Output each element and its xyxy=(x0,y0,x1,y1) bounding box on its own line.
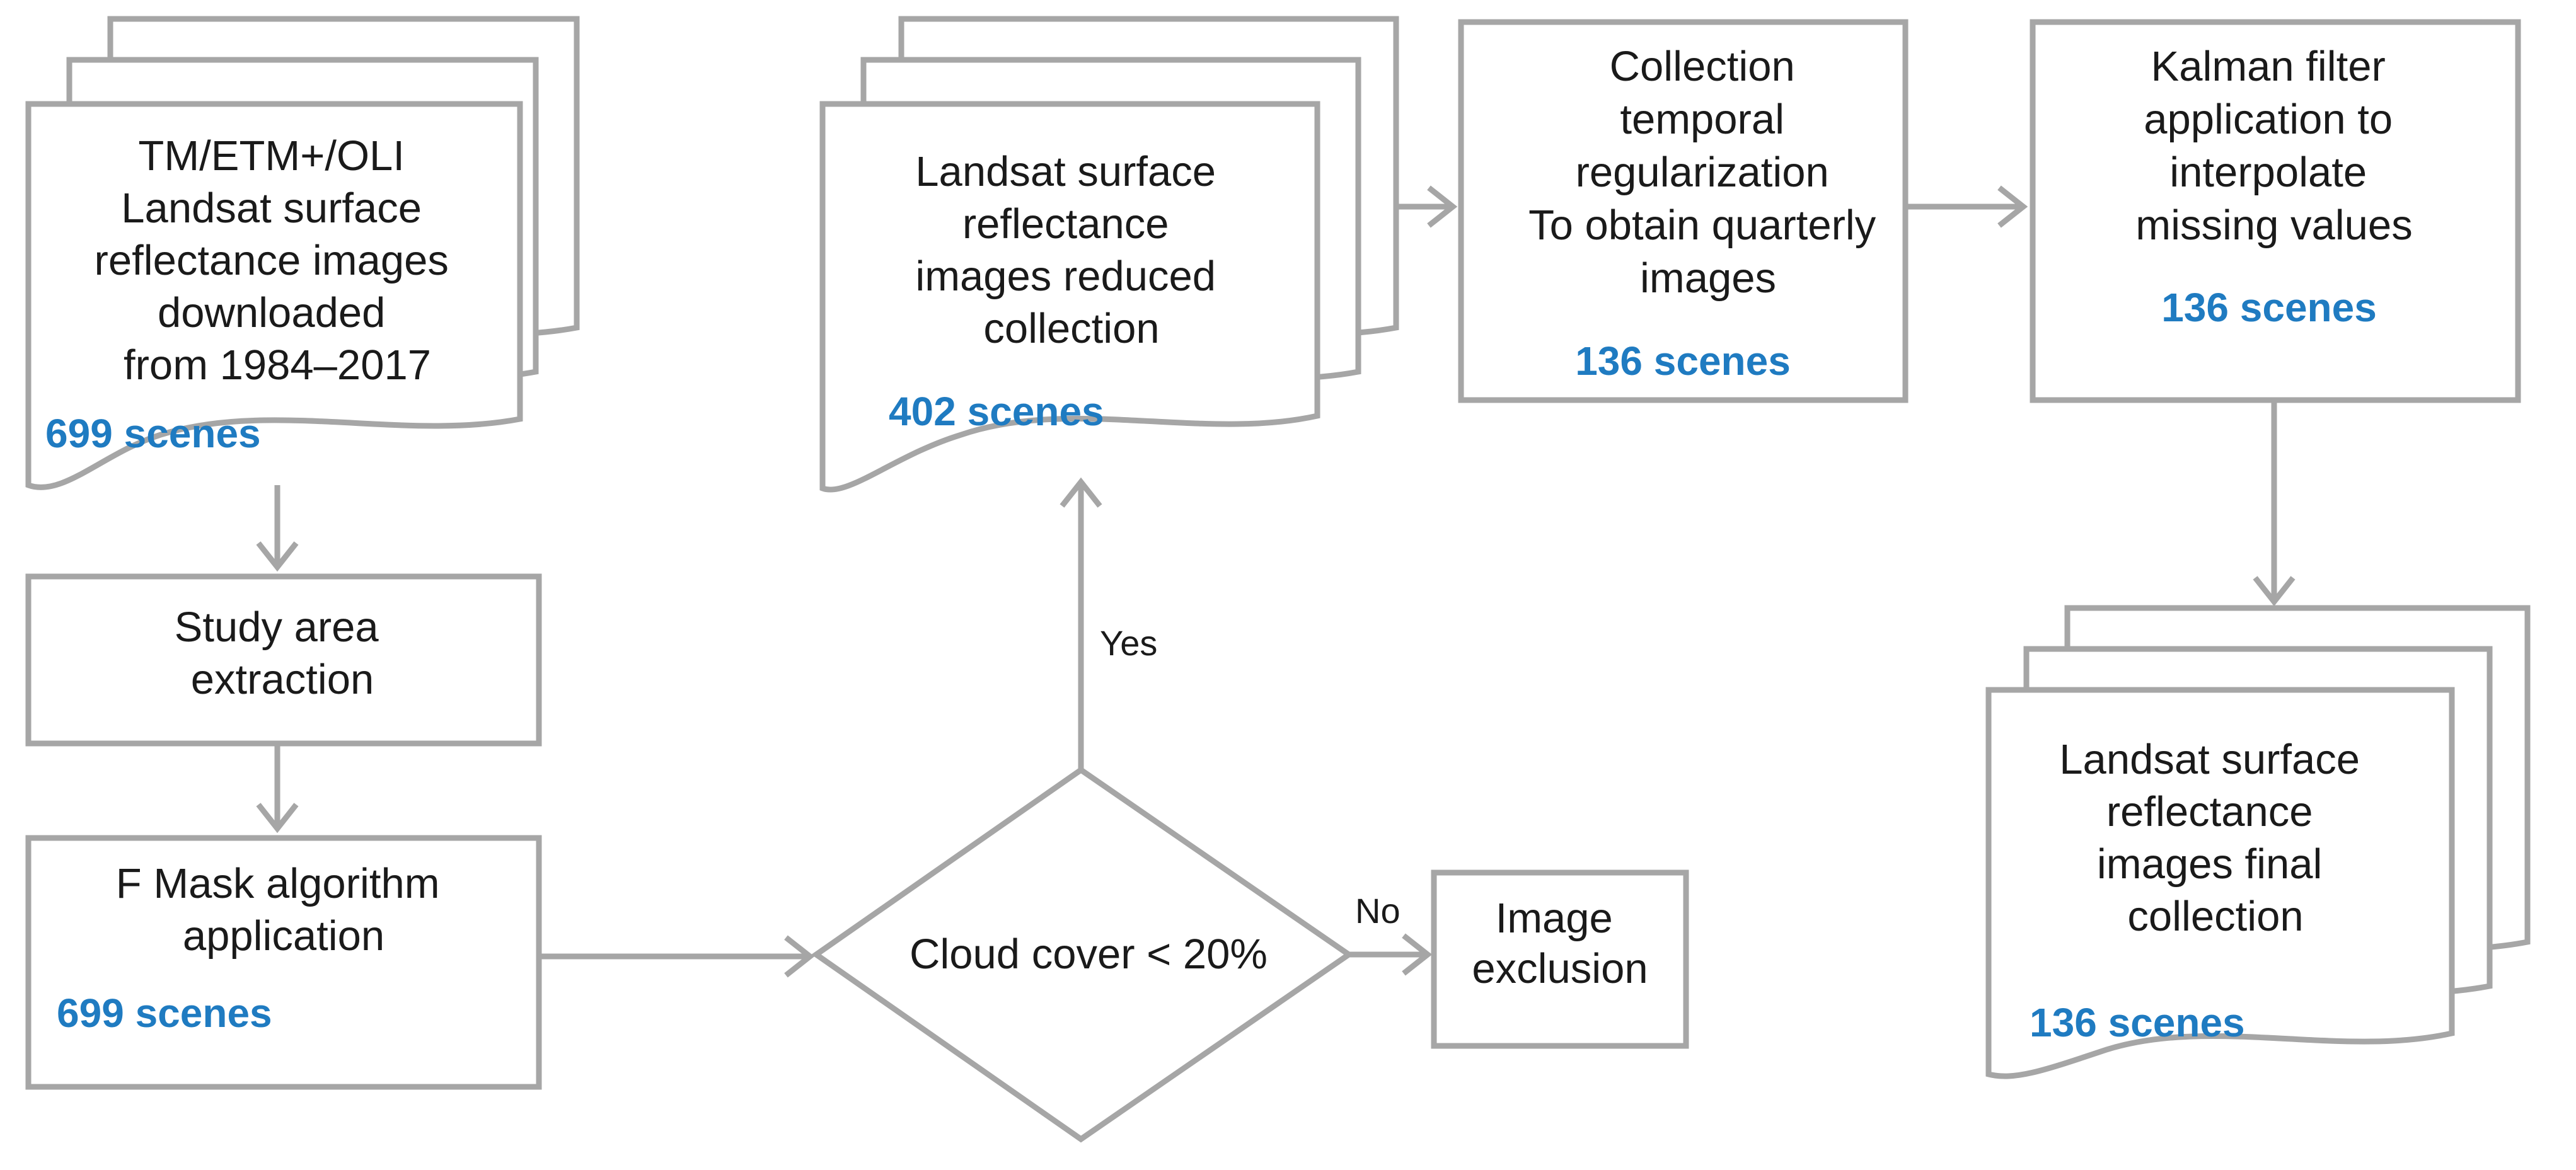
final-collection-label: Landsat surface reflectance images final… xyxy=(2059,736,2371,940)
study-area-line-2: extraction xyxy=(191,656,374,703)
yes-label: Yes xyxy=(1100,623,1157,663)
kalman-line-2: application to xyxy=(2144,96,2393,143)
doc-layer-front xyxy=(819,101,1320,493)
regularization-line-5: images xyxy=(1640,255,1776,302)
fmask-line-2: application xyxy=(183,912,384,960)
regularization-scene-count: 136 scenes xyxy=(1575,338,1791,384)
source-images-stack: TM/ETM+/OLI Landsat surface reflectance … xyxy=(25,16,580,490)
arrow-study-area-to-fmask xyxy=(256,743,299,834)
final-collection-stack: Landsat surface reflectance images final… xyxy=(1985,605,2531,1079)
arrow-fmask-to-decision xyxy=(539,935,815,978)
source-line-4: downloaded xyxy=(158,289,385,336)
kalman-filter-box: Kalman filter application to interpolate… xyxy=(2030,19,2521,403)
reduced-collection-stack: Landsat surface reflectance images reduc… xyxy=(819,16,1399,493)
arrow-source-to-study-area xyxy=(256,485,299,572)
source-images-label: TM/ETM+/OLI Landsat surface reflectance … xyxy=(95,132,461,389)
reduced-line-4: collection xyxy=(983,305,1159,352)
final-scene-count: 136 scenes xyxy=(2030,1000,2245,1045)
exclusion-line-2: exclusion xyxy=(1472,945,1648,992)
regularization-line-2: temporal xyxy=(1620,96,1784,143)
reduced-collection-label: Landsat surface reflectance images reduc… xyxy=(915,148,1227,352)
source-scene-count: 699 scenes xyxy=(45,411,261,456)
decision-label: Cloud cover < 20% xyxy=(910,931,1268,978)
temporal-regularization-box: Collection temporal regularization To ob… xyxy=(1458,19,1909,403)
study-area-line-1: Study area xyxy=(175,604,379,651)
final-line-3: images final xyxy=(2097,840,2323,888)
no-label: No xyxy=(1355,891,1401,931)
regularization-label: Collection temporal regularization To ob… xyxy=(1528,43,1888,302)
final-line-2: reflectance xyxy=(2106,788,2313,835)
fmask-box: F Mask algorithm application 699 scenes xyxy=(25,835,542,1090)
final-line-1: Landsat surface xyxy=(2059,736,2360,783)
regularization-line-4: To obtain quarterly xyxy=(1528,202,1876,249)
kalman-label: Kalman filter application to interpolate… xyxy=(2135,43,2412,249)
doc-layer-front xyxy=(25,101,523,490)
kalman-line-1: Kalman filter xyxy=(2151,43,2386,90)
reduced-line-1: Landsat surface xyxy=(915,148,1216,195)
kalman-scene-count: 136 scenes xyxy=(2161,285,2377,330)
arrow-no-to-exclusion: No xyxy=(1349,891,1433,976)
source-line-2: Landsat surface xyxy=(121,185,422,232)
arrow-regularization-to-kalman xyxy=(1905,185,2028,228)
source-line-1: TM/ETM+/OLI xyxy=(138,132,405,180)
regularization-line-3: regularization xyxy=(1576,149,1829,196)
reduced-scene-count: 402 scenes xyxy=(889,389,1104,434)
study-area-box: Study area extraction xyxy=(25,573,542,747)
fmask-label: F Mask algorithm application xyxy=(116,860,451,960)
study-area-label: Study area extraction xyxy=(175,604,391,703)
kalman-line-4: missing values xyxy=(2135,202,2412,249)
image-exclusion-box: Image exclusion xyxy=(1431,869,1689,1049)
arrow-reduced-to-regularization xyxy=(1396,185,1458,228)
exclusion-line-1: Image xyxy=(1496,895,1613,942)
source-line-3: reflectance images xyxy=(95,237,449,284)
reduced-line-3: images reduced xyxy=(915,253,1216,300)
final-line-4: collection xyxy=(2127,893,2303,940)
image-exclusion-label: Image exclusion xyxy=(1472,895,1648,992)
doc-layer-front xyxy=(1985,687,2455,1079)
arrow-kalman-to-final xyxy=(2253,400,2296,607)
cloud-cover-decision: Cloud cover < 20% xyxy=(811,766,1354,1143)
arrow-yes-to-reduced-collection: Yes xyxy=(1060,477,1157,770)
fmask-line-1: F Mask algorithm xyxy=(116,860,440,907)
fmask-scene-count: 699 scenes xyxy=(57,990,272,1036)
reduced-line-2: reflectance xyxy=(962,200,1169,248)
source-line-5: from 1984–2017 xyxy=(124,341,431,389)
regularization-line-1: Collection xyxy=(1610,43,1795,90)
kalman-line-3: interpolate xyxy=(2169,149,2367,196)
